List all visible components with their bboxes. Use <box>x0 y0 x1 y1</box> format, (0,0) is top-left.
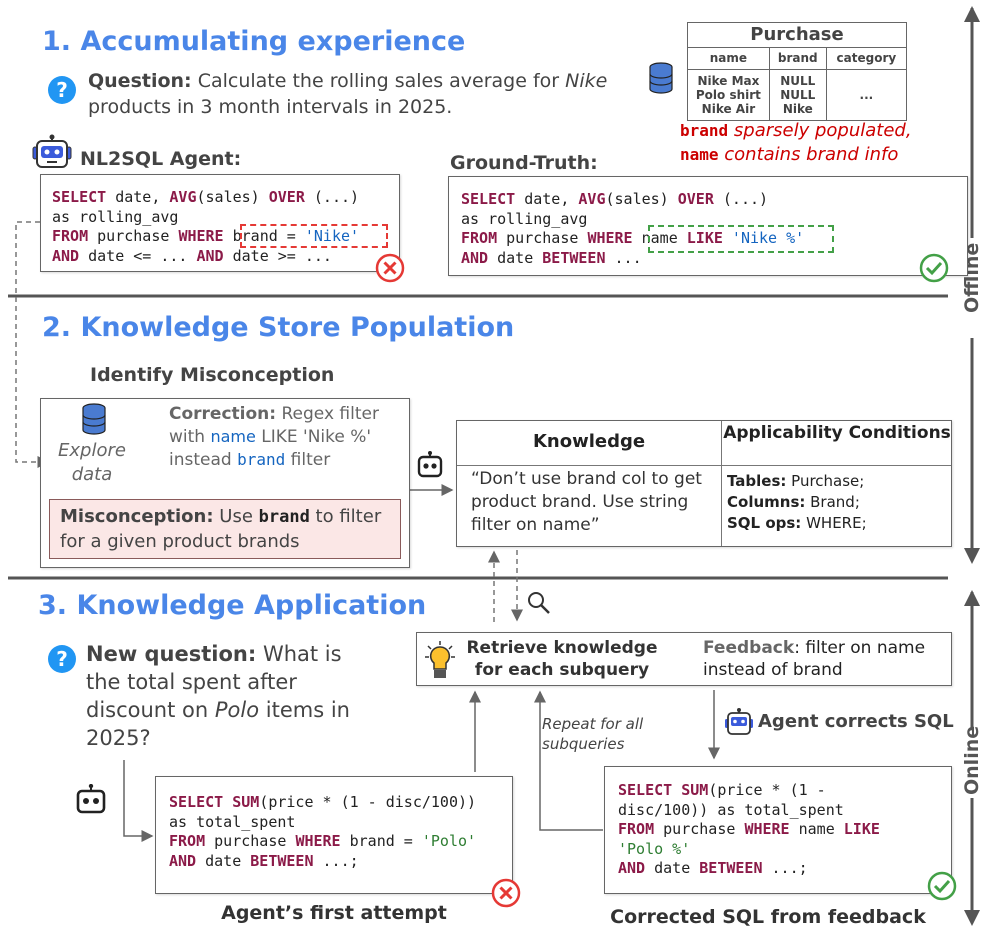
conditions-header: Applicability Conditions <box>723 423 951 443</box>
check-icon <box>919 253 949 283</box>
repeat-note: Repeat for all subqueries <box>542 715 644 753</box>
cell: Nike Air <box>701 102 756 116</box>
identify-label: Identify Misconception <box>90 364 335 386</box>
col-header: brand <box>768 47 827 70</box>
knowledge-text: “Don’t use brand col to get product bran… <box>471 469 702 535</box>
corrected-caption: Corrected SQL from feedback <box>610 906 926 928</box>
cell: NULL <box>780 88 816 102</box>
robot-icon <box>76 784 106 814</box>
section-1-title: 1. Accumulating experience <box>42 26 466 57</box>
cell: Nike Max <box>697 74 760 88</box>
ground-truth-label: Ground-Truth: <box>450 152 598 174</box>
robot-icon <box>32 134 72 168</box>
cell: Nike <box>782 102 813 116</box>
question-1: Question: Calculate the rolling sales av… <box>88 70 608 118</box>
col-header: name <box>687 47 770 70</box>
online-label: Online <box>961 725 983 795</box>
database-icon <box>649 62 673 94</box>
cell: NULL <box>780 74 816 88</box>
purchase-table: Purchase name brand category Nike Max Po… <box>687 22 908 121</box>
question-icon: ? <box>48 76 76 104</box>
col-header: category <box>825 47 908 70</box>
corrected-sql-code: SELECT SUM(price * (1 -disc/100)) as tot… <box>618 781 880 877</box>
error-highlight <box>240 224 388 248</box>
agent-sql-box: SELECT date, AVG(sales) OVER (...)as rol… <box>40 174 400 272</box>
feedback-text: Feedback: filter on name instead of bran… <box>703 638 926 680</box>
first-attempt-caption: Agent’s first attempt <box>221 902 447 924</box>
knowledge-header: Knowledge <box>532 431 646 452</box>
correction-text: Correction: Regex filter with name LIKE … <box>169 404 379 470</box>
gt-sql-code: SELECT date, AVG(sales) OVER (...)as rol… <box>461 190 805 267</box>
conditions-list: Tables: Purchase; Columns: Brand; SQL op… <box>727 472 867 532</box>
correct-highlight <box>648 225 834 253</box>
question-2: New question: What is the total spent af… <box>86 642 350 750</box>
explore-data-label: Explore data <box>58 440 126 485</box>
agent-sql-code: SELECT date, AVG(sales) OVER (...)as rol… <box>52 188 360 265</box>
table-note: brand sparsely populated, name contains … <box>680 120 912 165</box>
corrected-sql-box: SELECT SUM(price * (1 -disc/100)) as tot… <box>604 766 952 894</box>
agent-label: NL2SQL Agent: <box>80 148 242 170</box>
agent-corrects-label: Agent corrects SQL <box>758 711 954 732</box>
retrieve-label: Retrieve knowledge for each subquery <box>466 638 658 680</box>
robot-icon <box>417 451 443 478</box>
check-icon <box>927 871 957 901</box>
first-sql-code: SELECT SUM(price * (1 - disc/100))as tot… <box>169 793 477 870</box>
identify-box: Explore data Correction: Regex filter wi… <box>40 398 410 568</box>
cell: ... <box>825 69 908 121</box>
search-icon <box>528 592 550 614</box>
robot-icon <box>725 708 753 735</box>
error-icon <box>491 878 521 908</box>
section-3-title: 3. Knowledge Application <box>38 590 427 621</box>
database-icon <box>82 403 106 435</box>
lightbulb-icon <box>425 641 455 678</box>
knowledge-box: Knowledge Applicability Conditions “Don’… <box>456 420 952 547</box>
first-attempt-sql-box: SELECT SUM(price * (1 - disc/100))as tot… <box>155 776 513 894</box>
purchase-table-title: Purchase <box>687 22 907 48</box>
error-icon <box>375 253 405 283</box>
ground-truth-sql-box: SELECT date, AVG(sales) OVER (...)as rol… <box>448 176 968 276</box>
misconception-box: Misconception: Use brand to filter for a… <box>49 499 401 559</box>
section-2-title: 2. Knowledge Store Population <box>42 312 515 343</box>
question-icon: ? <box>48 645 76 673</box>
cell: Polo shirt <box>695 88 761 102</box>
retrieve-feedback-box: Retrieve knowledge for each subquery Fee… <box>416 632 952 686</box>
